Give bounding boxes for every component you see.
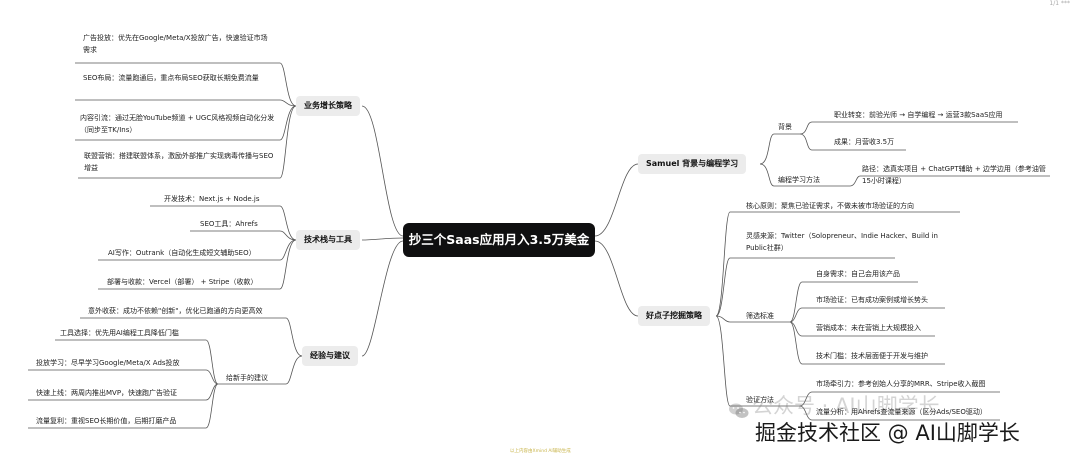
link-center-ideas bbox=[594, 240, 639, 317]
business-item-affiliate[interactable]: 联盟营销：搭建联盟体系，激励外部推广实现病毒传播与SEO增益 bbox=[84, 152, 274, 172]
branch-experience[interactable]: 经验与建议 bbox=[302, 346, 358, 366]
samuel-background-label[interactable]: 背景 bbox=[778, 123, 792, 131]
verify-traction[interactable]: 市场牵引力：参考创始人分享的MRR、Stripe收入截图 bbox=[816, 380, 986, 388]
footer-note: 以上内容由Xmind AI辅助生成 bbox=[510, 449, 571, 454]
samuel-method-label[interactable]: 编程学习方法 bbox=[778, 176, 820, 184]
link-center-experience bbox=[361, 240, 404, 357]
ideas-inspiration[interactable]: 灵感来源：Twitter（Solopreneur、Indie Hacker、Bu… bbox=[746, 232, 938, 252]
business-item-seo[interactable]: SEO布局：流量跑通后，重点布局SEO获取长期免费流量 bbox=[83, 74, 259, 82]
central-topic[interactable]: 抄三个Saas应用月入3.5万美金 bbox=[403, 223, 595, 257]
link-center-tech bbox=[361, 237, 404, 241]
tip-mvp[interactable]: 快速上线：两周内推出MVP，快速跑广告验证 bbox=[36, 389, 178, 397]
experience-item-insight[interactable]: 意外收获：成功不依赖"创新"，优化已跑通的方向更高效 bbox=[88, 307, 263, 315]
link-center-business bbox=[361, 105, 404, 237]
verify-traffic[interactable]: 流量分析：用Ahrefs查流量来源（区分Ads/SEO驱动） bbox=[816, 408, 987, 416]
branch-business-growth[interactable]: 业务增长策略 bbox=[296, 96, 360, 116]
experience-sub-newbie-tips[interactable]: 给新手的建议 bbox=[226, 374, 268, 382]
tech-item-dev[interactable]: 开发技术：Next.js + Node.js bbox=[164, 195, 260, 203]
tech-item-deploy[interactable]: 部署与收款：Vercel（部署） + Stripe（收款） bbox=[107, 278, 258, 286]
samuel-career-change[interactable]: 职业转变：前验光师 → 自学编程 → 运营3款SaaS应用 bbox=[834, 111, 1003, 119]
filter-market-validation[interactable]: 市场验证：已有成功案例或增长势头 bbox=[816, 296, 928, 304]
ideas-verify-label[interactable]: 验证方法 bbox=[746, 396, 774, 404]
watermark-juejin: 掘金技术社区 @ AI山脚学长 bbox=[755, 421, 1020, 445]
link-center-samuel bbox=[594, 163, 639, 237]
filter-own-need[interactable]: 自身需求：自己会用该产品 bbox=[816, 270, 900, 278]
branch-idea-mining[interactable]: 好点子挖掘策略 bbox=[638, 306, 710, 326]
ideas-filter-label[interactable]: 筛选标准 bbox=[746, 312, 774, 320]
ideas-core-principle[interactable]: 核心原则：聚焦已验证需求，不做未被市场验证的方向 bbox=[746, 202, 914, 210]
business-item-content[interactable]: 内容引流：通过无脸YouTube频道 + UGC风格视频自动化分发（同步至TK/… bbox=[80, 114, 275, 134]
samuel-method-path[interactable]: 路径：选真实项目 + ChatGPT辅助 + 边学边用（参考油管15小时课程） bbox=[862, 165, 1046, 185]
wechat-icon bbox=[729, 403, 749, 418]
tech-item-ai-writing[interactable]: AI写作：Outrank（自动化生成短文辅助SEO） bbox=[108, 249, 256, 257]
samuel-revenue[interactable]: 成果：月营收3.5万 bbox=[834, 138, 895, 146]
filter-marketing-cost[interactable]: 营销成本：未在营销上大规模投入 bbox=[816, 324, 921, 332]
tip-ads-learning[interactable]: 投放学习：尽早学习Google/Meta/X Ads投放 bbox=[36, 359, 180, 367]
tip-tools[interactable]: 工具选择：优先用AI编程工具降低门槛 bbox=[60, 329, 179, 337]
watermark-wechat: 公众号 · AI山脚学长 bbox=[752, 394, 940, 418]
tip-seo-compound[interactable]: 流量复利：重视SEO长期价值，后期打磨产品 bbox=[36, 417, 177, 425]
tech-item-seo-tool[interactable]: SEO工具：Ahrefs bbox=[200, 220, 258, 228]
filter-tech-barrier[interactable]: 技术门槛：技术层面便于开发与维护 bbox=[816, 352, 928, 360]
branch-samuel-background[interactable]: Samuel 背景与编程学习 bbox=[638, 154, 747, 174]
branch-tech-stack[interactable]: 技术栈与工具 bbox=[296, 230, 360, 250]
business-item-ads[interactable]: 广告投放：优先在Google/Meta/X投放广告，快速验证市场需求 bbox=[83, 34, 268, 54]
page-indicator: 1/1 *** bbox=[1049, 0, 1070, 7]
